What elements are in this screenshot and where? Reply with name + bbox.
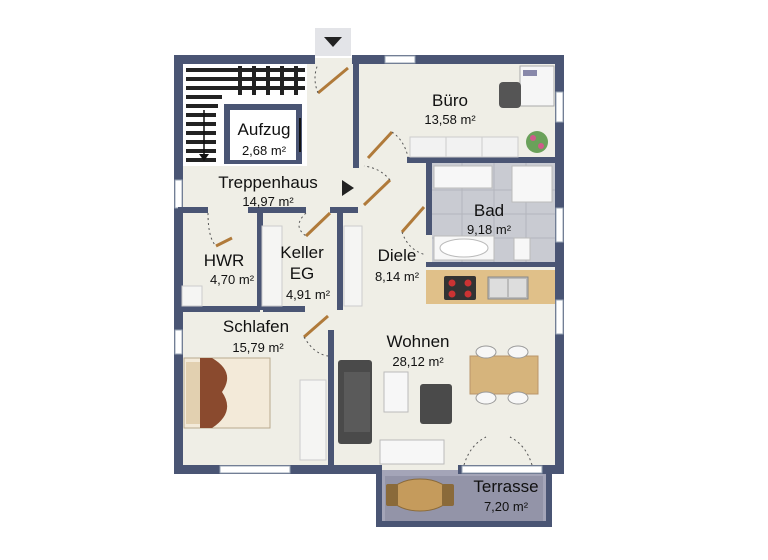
diele-label: Diele [378, 246, 417, 265]
terrace-furniture [386, 478, 454, 512]
keller-label-line1: Keller [280, 243, 324, 262]
wohnen-area: 28,12 m² [392, 354, 444, 369]
keller-area: 4,91 m² [286, 287, 331, 302]
doors [207, 63, 533, 466]
hwr-label: HWR [204, 251, 245, 270]
hwr-area: 4,70 m² [210, 272, 255, 287]
bad-area: 9,18 m² [467, 222, 512, 237]
schlafen-label: Schlafen [223, 317, 289, 336]
bedroom-furniture [183, 357, 327, 461]
buero-label: Büro [432, 91, 468, 110]
living-furniture [181, 225, 539, 465]
diele-area: 8,14 m² [375, 269, 420, 284]
plant-icon [526, 131, 548, 153]
interior-walls [178, 58, 557, 468]
treppenhaus-area: 14,97 m² [242, 194, 294, 209]
stair-arrow-icon [199, 154, 209, 161]
treppenhaus-label: Treppenhaus [218, 173, 318, 192]
bathroom-fixtures [432, 163, 555, 262]
schlafen-area: 15,79 m² [232, 340, 284, 355]
aufzug-area: 2,68 m² [242, 143, 287, 158]
wohnen-label: Wohnen [386, 332, 449, 351]
terrasse-area: 7,20 m² [484, 499, 529, 514]
buero-area: 13,58 m² [424, 112, 476, 127]
keller-label-line2: EG [290, 264, 315, 283]
elevator [224, 104, 302, 164]
terrasse-label: Terrasse [473, 477, 538, 496]
windows [174, 55, 564, 474]
right-triangle-icon [342, 180, 354, 196]
office-furniture [409, 65, 555, 158]
kitchen-counter [426, 270, 555, 304]
down-triangle-icon [324, 37, 342, 47]
bad-label: Bad [474, 201, 504, 220]
aufzug-label: Aufzug [238, 120, 291, 139]
